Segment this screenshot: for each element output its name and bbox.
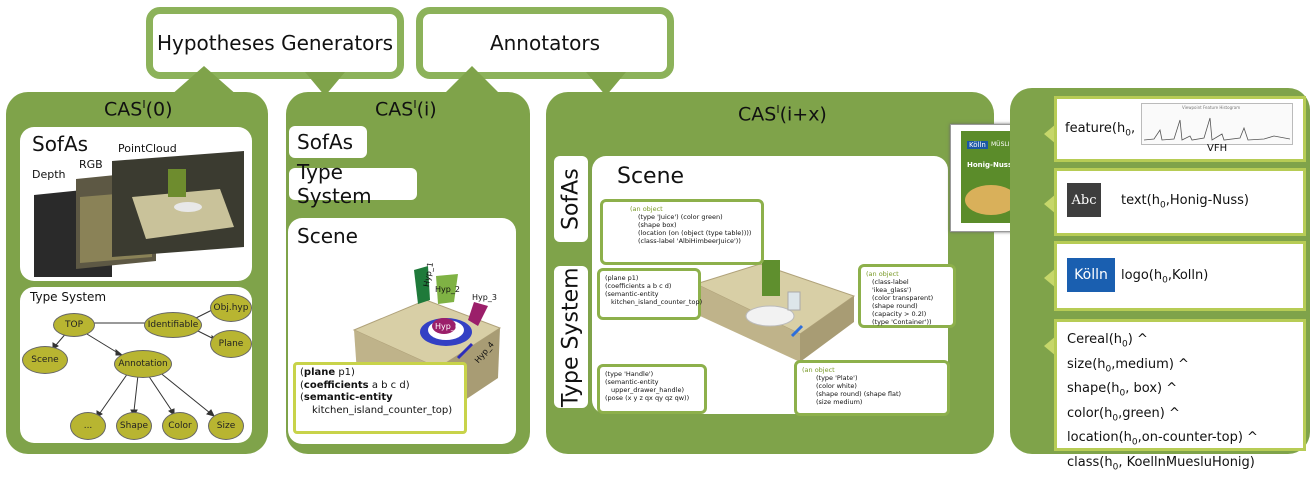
hyp4-shape <box>456 342 474 360</box>
vfh-chart-title: Viewpoint Feature Histogram <box>1182 105 1241 110</box>
juice-box-2 <box>762 260 780 296</box>
layer-label-rgb: RGB <box>79 158 103 171</box>
node-size: Size <box>208 412 244 440</box>
annotators-box: Annotators <box>416 7 674 79</box>
casix-sofas-label: SofAs <box>554 156 588 242</box>
casi-typesystem-label: Type System <box>289 160 417 208</box>
sofa-layer-stack <box>34 151 244 277</box>
card-plate: (an object (type 'Plate') (color white) … <box>794 360 950 416</box>
node-shape: Shape <box>116 412 152 440</box>
hyp3-label: Hyp_3 <box>472 293 497 302</box>
handle-2 <box>790 324 804 338</box>
cereal-box-brand: Kölln <box>967 141 988 149</box>
abc-icon: Abc <box>1067 183 1101 217</box>
cereal-box-flavor: Honig-Nuss <box>967 161 1013 169</box>
node-objhyp: Obj.hyp <box>210 294 252 322</box>
arrow-up-cas0 <box>170 66 238 96</box>
vfh-chart: Viewpoint Feature Histogram <box>1141 103 1293 145</box>
cas0-typesystem-title: Type System <box>30 290 107 304</box>
node-plane: Plane <box>210 330 252 358</box>
casi-scene-image <box>352 266 502 418</box>
hyp2-shape <box>436 274 458 304</box>
plate-2 <box>745 305 795 327</box>
fact-line: color(h0,green) ^ <box>1067 405 1180 424</box>
pointcloud-box <box>168 169 186 197</box>
layer-label-pointcloud: PointCloud <box>118 142 177 155</box>
vfh-histogram <box>1144 117 1290 141</box>
vfh-caption: VFH <box>1207 143 1228 154</box>
table-side-2 <box>800 296 854 362</box>
casi-sofas-label: SofAs <box>289 126 367 158</box>
facts-row: Cereal(h0) ^ size(h0,medium) ^ shape(h0,… <box>1054 319 1306 473</box>
card-juice: (an object (type 'Juice') (color green) … <box>600 199 764 265</box>
card-plane: (plane p1) (coefficients a b c d) (seman… <box>597 268 702 320</box>
casix-typesystem-label: Type System <box>554 266 588 408</box>
fact-line: size(h0,medium) ^ <box>1067 356 1189 375</box>
fact-line: shape(h0, box) ^ <box>1067 381 1178 399</box>
annotation-sem-value: kitchen_island_counter_top) <box>312 404 453 416</box>
casix-scene-title: Scene <box>617 164 685 189</box>
right-pointers <box>1044 124 1056 356</box>
layer-label-depth: Depth <box>32 168 66 181</box>
annotation-plane-line: (plane p1) <box>300 367 355 378</box>
casi-title: CASI(i) <box>375 98 437 121</box>
annotators-label: Annotators <box>489 31 601 55</box>
cereal-box-bowl <box>965 185 1017 215</box>
hyp6-label: Hyp_6 <box>435 322 460 331</box>
node-identifiable: Identifiable <box>144 312 202 338</box>
text-label: text(h0,Honig-Nuss) <box>1121 193 1249 211</box>
arrow-down-casix <box>586 72 626 96</box>
hypotheses-generators-label: Hypotheses Generators <box>156 31 394 55</box>
casi-scene-title: Scene <box>297 224 358 248</box>
pointcloud-table <box>132 189 234 239</box>
table-front-2 <box>696 284 800 362</box>
feature-row: feature(h0, Viewpoint Feature Histogram … <box>1054 96 1306 162</box>
logo-row: Kölln logo(h0,Kolln) <box>1054 241 1306 311</box>
fact-line: location(h0,on-counter-top) ^ <box>1067 430 1258 448</box>
node-annotation: Annotation <box>114 350 172 378</box>
cas0-sofas-title: SofAs <box>32 132 89 156</box>
casix-title: CASI(i+x) <box>738 103 827 126</box>
feature-label: feature(h0, <box>1065 121 1136 139</box>
arrow-down-casi <box>305 72 345 96</box>
node-dots: ... <box>70 412 106 440</box>
arrow-up-casi <box>442 66 502 96</box>
facts-list: Cereal(h0) ^ size(h0,medium) ^ shape(h0,… <box>1067 330 1258 478</box>
connector-arrows <box>170 66 626 96</box>
node-scene: Scene <box>22 346 68 374</box>
cereal-box-name: MÜSLI <box>991 141 1010 148</box>
node-top: TOP <box>53 313 95 337</box>
casi-annotation-card: (plane p1) (coefficients a b c d) (seman… <box>293 362 467 434</box>
fact-line: class(h0, KoellnMuesluHonig) <box>1067 454 1255 473</box>
hyp2-label: Hyp_2 <box>435 285 460 294</box>
hyp3-shape <box>468 302 488 326</box>
card-handle: (type 'Handle') (semantic-entity upper_d… <box>597 364 707 414</box>
card-glass: (an object (class-label 'ikea_glass') (c… <box>858 264 956 328</box>
annotation-coef-line: (coefficients a b c d) <box>300 379 410 391</box>
kolln-logo: Kölln <box>1067 258 1115 292</box>
annotation-sem-line: (semantic-entity <box>300 392 393 403</box>
pointcloud-plate <box>174 202 202 212</box>
logo-label: logo(h0,Kolln) <box>1121 268 1209 286</box>
hyp6-shape <box>432 318 456 334</box>
hypotheses-generators-box: Hypotheses Generators <box>146 7 404 79</box>
glass-2 <box>787 291 801 311</box>
node-color: Color <box>162 412 198 440</box>
text-row: Abc text(h0,Honig-Nuss) <box>1054 168 1306 236</box>
hyp1-shape <box>414 266 430 304</box>
fact-line: Cereal(h0) ^ <box>1067 332 1148 350</box>
cas0-title: CASI(0) <box>104 98 173 121</box>
